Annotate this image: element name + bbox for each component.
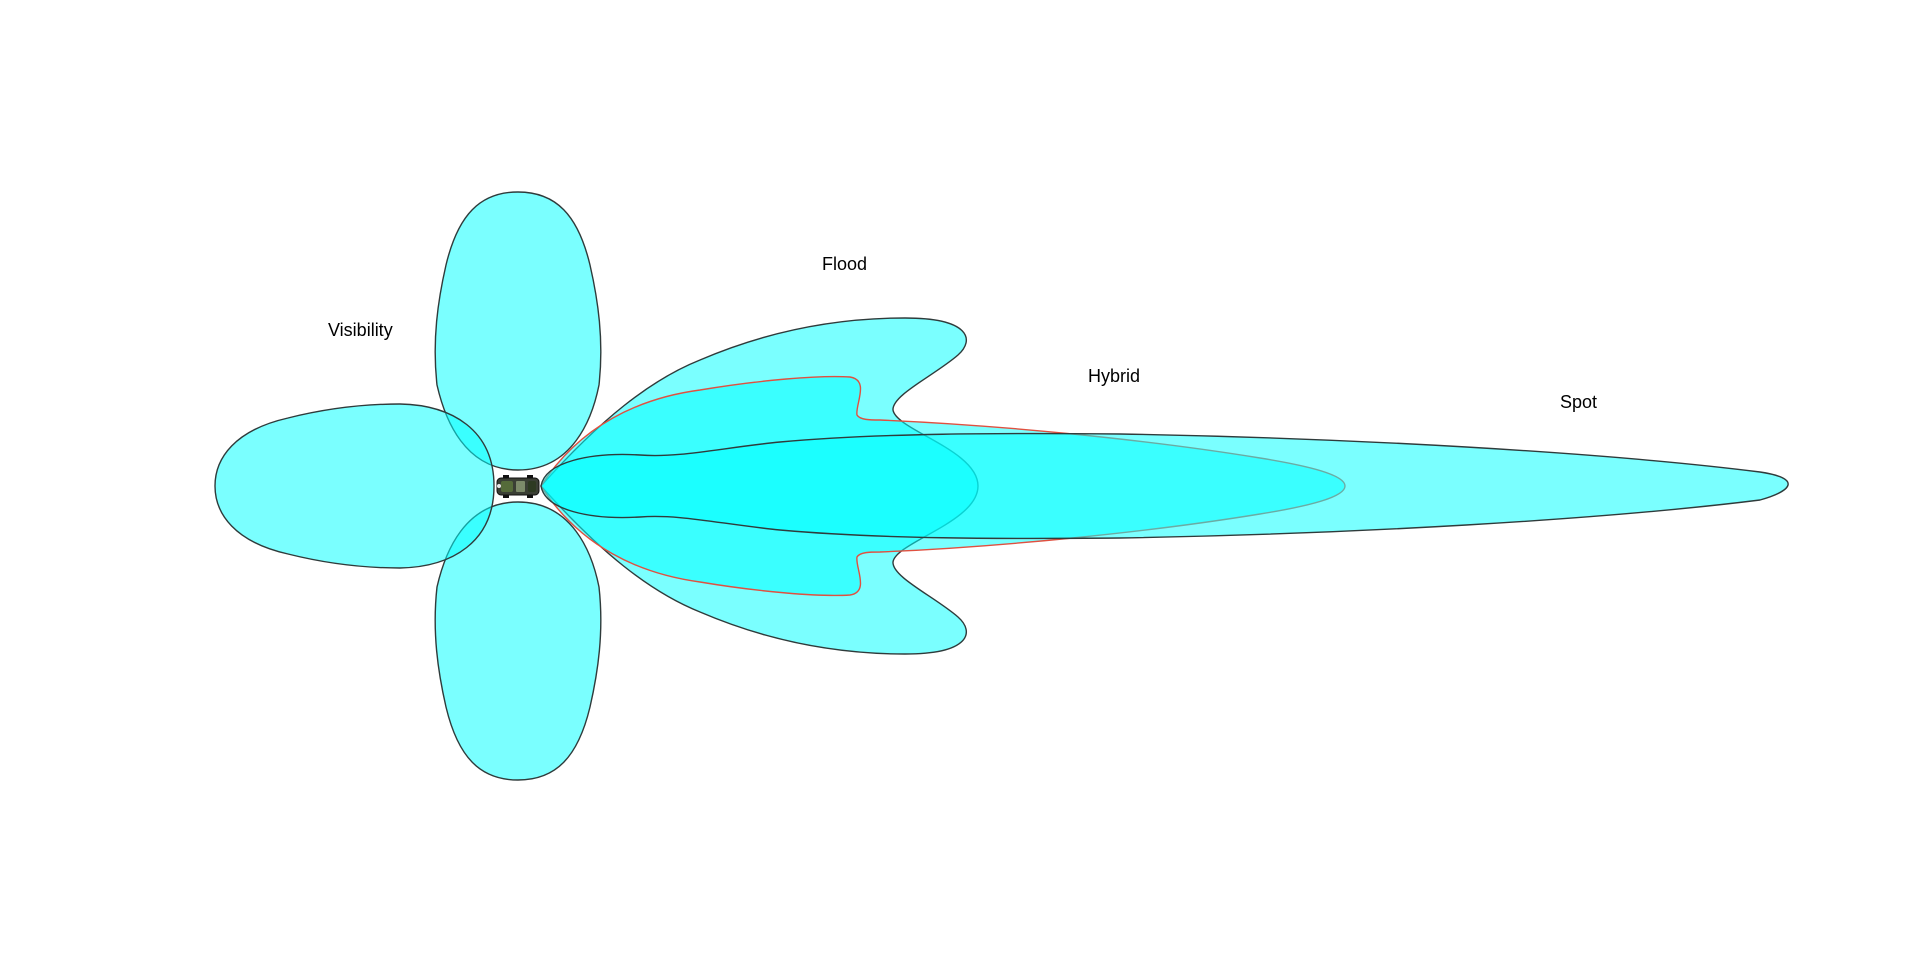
- visibility-beam-top-lobe: [434, 191, 602, 471]
- visibility-beam-rear-lobe: [214, 403, 495, 569]
- visibility-label: Visibility: [328, 320, 393, 340]
- vehicle-top-view-icon: [496, 475, 540, 498]
- visibility-beam-bottom-lobe: [434, 501, 602, 781]
- hybrid-label: Hybrid: [1088, 366, 1140, 386]
- spot-beam: [540, 432, 1789, 540]
- flood-label: Flood: [822, 254, 867, 274]
- spot-label: Spot: [1560, 392, 1597, 412]
